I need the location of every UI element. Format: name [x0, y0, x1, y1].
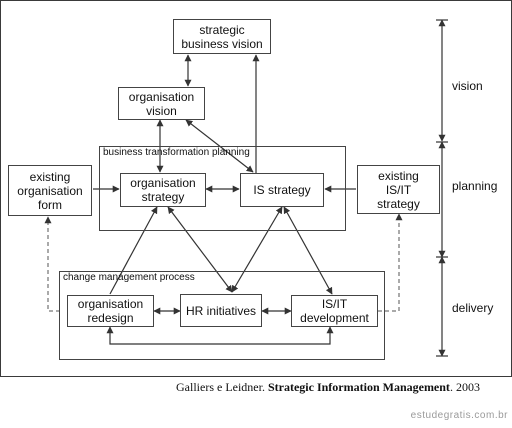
box-organisation-strategy: organisation strategy [120, 173, 206, 207]
citation: Galliers e Leidner. Strategic Informatio… [176, 380, 480, 395]
arrow-isstrategy-hr [231, 206, 283, 293]
citation-authors: Galliers e Leidner. [176, 380, 265, 394]
box-existing-isit-strategy: existing IS/IT strategy [357, 165, 440, 214]
watermark: estudegratis.com.br [410, 410, 508, 421]
box-is-strategy: IS strategy [240, 173, 324, 207]
citation-title: Strategic Information Management [267, 380, 450, 394]
arrow-redesign-orgstrategy [109, 206, 158, 295]
box-existing-organisation-form: existing organisation form [8, 165, 92, 216]
arrow-redesign-isitdev-loop [106, 326, 334, 345]
group-label-change-management-process: change management process [63, 272, 195, 283]
dashed-arrow-orgform-feedback [44, 216, 60, 312]
group-change-management-process: change management process [59, 271, 385, 360]
arrow-isstrategy-isitdev [283, 206, 333, 295]
box-organisation-redesign: organisation redesign [67, 295, 154, 327]
citation-year: . 2003 [449, 380, 480, 394]
box-strategic-business-vision: strategic business vision [173, 19, 271, 54]
dashed-arrow-isit-feedback [378, 213, 403, 312]
phase-label-vision: vision [452, 79, 483, 93]
box-organisation-vision: organisation vision [118, 87, 205, 120]
box-hr-initiatives: HR initiatives [180, 294, 262, 327]
group-business-transformation-planning: business transformation planning [99, 146, 346, 231]
group-label-business-transformation-planning: business transformation planning [103, 147, 250, 158]
arrow-orgstrategy-hr [167, 206, 233, 293]
connector-layer [44, 19, 448, 357]
phase-label-delivery: delivery [452, 301, 494, 315]
box-isit-development: IS/IT development [291, 295, 378, 327]
phase-label-planning: planning [452, 179, 498, 193]
